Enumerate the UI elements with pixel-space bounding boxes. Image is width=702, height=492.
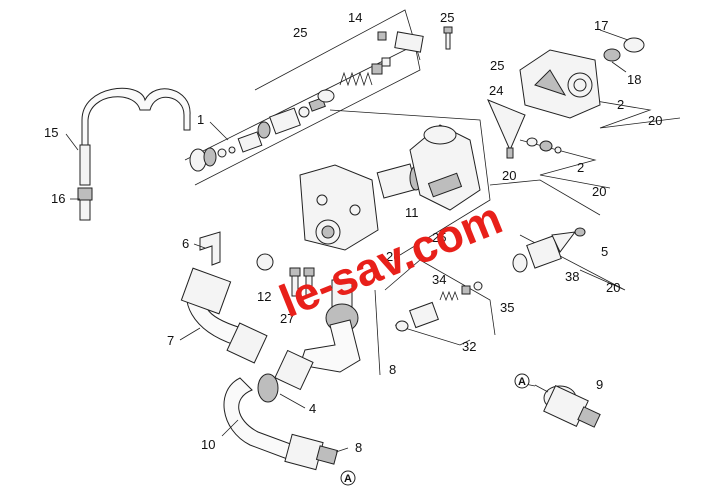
- callout-25c: 25: [490, 58, 504, 73]
- callout-9: 9: [596, 377, 603, 392]
- hose-elbow-7: [180, 267, 268, 364]
- screw-25: [443, 26, 453, 50]
- screws-27: [289, 267, 315, 297]
- clip-14: [377, 31, 424, 53]
- callout-20a: 20: [648, 113, 662, 128]
- callout-8b: 8: [355, 440, 362, 455]
- callout-25b: 25: [440, 10, 454, 25]
- gasket-24: [487, 99, 526, 159]
- callout-25a: 25: [293, 25, 307, 40]
- connector-9: [543, 385, 601, 428]
- callout-labels: 1 2 2 4 5 6 7 8 8 9 10 11 12 14 15 16 17…: [44, 10, 662, 455]
- valve-38: [512, 227, 586, 273]
- o-ring-12: [256, 253, 274, 271]
- callout-2b: 2: [577, 160, 584, 175]
- hose-10: [223, 377, 339, 471]
- bracket-6: [199, 231, 221, 266]
- callout-17: 17: [594, 18, 608, 33]
- bypass-hose-15: [79, 87, 191, 186]
- callout-16: 16: [51, 191, 65, 206]
- callout-5: 5: [601, 244, 608, 259]
- callout-1: 1: [197, 112, 204, 127]
- marker-a1-circle: [514, 373, 530, 389]
- spring-valve-25: [317, 57, 391, 103]
- pump-body-26: [299, 164, 379, 251]
- fitting-16: [77, 187, 93, 221]
- callout-11: 11: [405, 205, 419, 220]
- callout-18: 18: [627, 72, 641, 87]
- callout-20d: 20: [606, 280, 620, 295]
- callout-35: 35: [500, 300, 514, 315]
- callout-26: 26: [386, 249, 400, 264]
- callout-20b: 20: [502, 168, 516, 183]
- callout-6: 6: [182, 236, 189, 251]
- valve-32: [395, 281, 483, 332]
- marker-a2-circle: [340, 470, 356, 486]
- callout-20c: 20: [592, 184, 606, 199]
- marker-a2: A: [344, 473, 352, 485]
- callout-38: 38: [565, 269, 579, 284]
- callout-8a: 8: [389, 362, 396, 377]
- callout-32: 32: [462, 339, 476, 354]
- callout-10: 10: [201, 437, 215, 452]
- callout-24: 24: [489, 83, 503, 98]
- marker-a1: A: [518, 376, 526, 388]
- outlet-fitting-8: [299, 279, 361, 373]
- callout-25d: 25: [432, 230, 446, 245]
- reference-markers: A A: [340, 373, 530, 486]
- callout-7: 7: [167, 333, 174, 348]
- nut-4: [257, 349, 314, 403]
- housing-25: [409, 124, 481, 211]
- callout-34: 34: [432, 272, 446, 287]
- pump-head-18: [519, 49, 601, 119]
- plug-17: [603, 37, 645, 62]
- callout-2a: 2: [617, 97, 624, 112]
- callout-27: 27: [280, 311, 294, 326]
- callout-4: 4: [309, 401, 316, 416]
- callout-15: 15: [44, 125, 58, 140]
- callout-12: 12: [257, 289, 271, 304]
- check-valve-2: [526, 137, 562, 154]
- valve-assembly-1: [189, 97, 326, 172]
- callout-14: 14: [348, 10, 362, 25]
